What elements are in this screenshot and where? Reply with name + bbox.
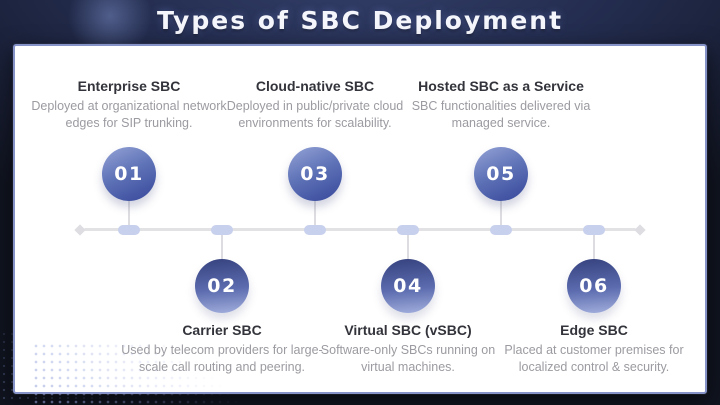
item-02-text: Carrier SBC Used by telecom providers fo… [116,322,328,375]
item-03-connector [314,201,316,230]
item-03-timeline-node [304,225,326,235]
item-04-connector [407,230,409,259]
item-01-connector [128,201,130,230]
item-04-description: Software-only SBCs running on virtual ma… [320,343,496,374]
item-05-number-badge: 05 [474,147,528,201]
timeline-right-arrow-icon [634,224,646,236]
item-06-description: Placed at customer premises for localize… [504,343,684,374]
halftone-dot-pattern [32,342,282,405]
item-03-description: Deployed in public/private cloud environ… [226,99,404,130]
item-01-timeline-node [118,225,140,235]
item-06-number-badge: 06 [567,259,621,313]
item-05-timeline-node [490,225,512,235]
item-05-text: Hosted SBC as a Service SBC functionalit… [401,78,601,131]
item-01-text: Enterprise SBC Deployed at organizationa… [29,78,229,131]
item-06-timeline-node [583,225,605,235]
item-04-timeline-node [397,225,419,235]
item-04-heading: Virtual SBC (vSBC) [344,322,472,338]
timeline-left-arrow-icon [74,224,86,236]
item-02-description: Used by telecom providers for large-scal… [121,343,323,374]
infographic-card: Enterprise SBC Deployed at organizationa… [13,44,707,405]
item-03-heading: Cloud-native SBC [255,78,375,94]
item-02-timeline-node [211,225,233,235]
page-title: Types of SBC Deployment [156,6,564,35]
item-01-number-badge: 01 [102,147,156,201]
item-06-text: Edge SBC Placed at customer premises for… [494,322,694,375]
item-02-number-badge: 02 [195,259,249,313]
item-04-text: Virtual SBC (vSBC) Software-only SBCs ru… [308,322,508,375]
item-05-heading: Hosted SBC as a Service [418,78,584,94]
item-02-heading: Carrier SBC [182,322,262,338]
item-05-connector [500,201,502,230]
item-06-heading: Edge SBC [560,322,628,338]
item-03-text: Cloud-native SBC Deployed in public/priv… [215,78,415,131]
item-01-heading: Enterprise SBC [77,78,181,94]
timeline-axis [84,228,636,231]
item-03-number-badge: 03 [288,147,342,201]
item-02-connector [221,230,223,259]
item-06-connector [593,230,595,259]
item-05-description: SBC functionalities delivered via manage… [411,99,591,130]
item-04-number-badge: 04 [381,259,435,313]
item-01-description: Deployed at organizational network edges… [31,99,227,130]
